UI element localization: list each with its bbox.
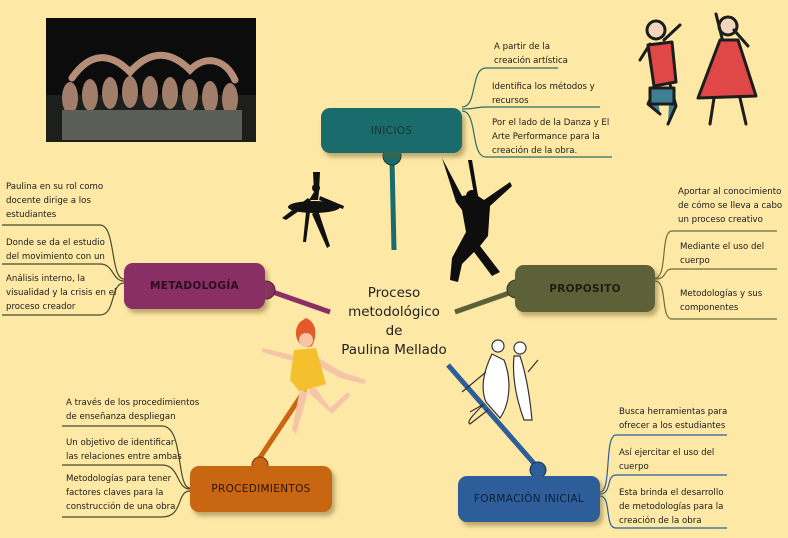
note-procedimientos-3: Metodologías para tener factores claves … (66, 472, 175, 514)
radial-connectors (252, 159, 540, 470)
note-line: visualidad y la crisis en el (6, 288, 117, 298)
note-line: de cómo se lleva a cabo (678, 201, 783, 211)
node-metodologia[interactable]: METADOLOGÍA (124, 263, 265, 309)
note-proposito-2: Mediante el uso del cuerpo (680, 240, 764, 268)
node-formacion-label: FORMACIÓN INICIAL (473, 493, 585, 505)
node-proposito[interactable]: PROPOSITO (515, 265, 655, 312)
note-metodologia-3: Análisis interno, la visualidad y la cri… (6, 272, 116, 314)
note-line: creación artística (494, 56, 568, 66)
note-line: un proceso creativo (678, 215, 763, 225)
note-line: docente dirige a los (6, 196, 91, 206)
note-line: Por el lado de la Danza y El (492, 118, 610, 128)
center-line-2: metodológico de (348, 304, 440, 339)
dancing-couple-icon (638, 12, 758, 126)
note-line: A través de los procedimientos (66, 398, 200, 408)
note-line: recursos (492, 96, 529, 106)
note-line: construcción de una obra (66, 502, 176, 512)
note-proposito-3: Metodologías y sus componentes (680, 287, 762, 315)
center-line-1: Proceso (367, 285, 421, 301)
note-formacion-2: Así ejercitar el uso del cuerpo (619, 446, 714, 474)
waltz-couple-sketch (461, 339, 539, 425)
note-line: del movimiento con un (6, 252, 105, 262)
note-line: Así ejercitar el uso del (619, 448, 715, 458)
note-line: las relaciones entre ambas (66, 452, 182, 462)
note-line: proceso creador (6, 302, 76, 312)
note-proposito-1: Aportar al conocimiento de cómo se lleva… (678, 185, 782, 227)
note-inicios-1: A partir de la creación artística (494, 40, 568, 68)
note-line: cuerpo (619, 462, 649, 472)
note-inicios-2: Identifica los métodos y recursos (492, 80, 595, 108)
node-inicios[interactable]: INICIOS (321, 108, 462, 153)
note-formacion-1: Busca herramientas para ofrecer a los es… (619, 405, 727, 433)
jumping-dancer-silhouette (442, 158, 512, 282)
node-procedimientos[interactable]: PROCEDIMIENTOS (190, 466, 332, 512)
center-topic[interactable]: Proceso metodológico de Paulina Mellado (338, 284, 450, 360)
note-line: Esta brinda el desarrollo (619, 488, 724, 498)
note-procedimientos-2: Un objetivo de identificar las relacione… (66, 436, 182, 464)
note-brackets (2, 67, 777, 529)
note-line: Donde se da el estudio (6, 238, 105, 248)
note-line: componentes (680, 303, 739, 313)
note-line: creación de la obra (619, 516, 702, 526)
note-line: estudiantes (6, 210, 57, 220)
dancers-group-photo (46, 18, 256, 142)
node-procedimientos-label: PROCEDIMIENTOS (211, 483, 311, 495)
note-line: Análisis interno, la (6, 274, 86, 284)
note-line: Arte Performance para la (492, 132, 600, 142)
note-line: ofrecer a los estudiantes (619, 421, 726, 431)
center-line-3: Paulina Mellado (341, 342, 447, 358)
note-line: de metodologías para la (619, 502, 724, 512)
note-line: Metodologías para tener (66, 474, 172, 484)
note-line: Un objetivo de identificar (66, 438, 175, 448)
note-formacion-3: Esta brinda el desarrollo de metodología… (619, 486, 723, 528)
ballerina-silhouette (282, 172, 344, 248)
yellow-dress-dancer-illustration (262, 318, 366, 434)
note-line: Metodologías y sus (680, 289, 763, 299)
note-line: factores claves para la (66, 488, 164, 498)
note-line: Busca herramientas para (619, 407, 728, 417)
note-metodologia-2: Donde se da el estudio del movimiento co… (6, 236, 105, 264)
note-line: Paulina en su rol como (6, 182, 104, 192)
note-line: cuerpo (680, 256, 710, 266)
node-proposito-label: PROPOSITO (549, 282, 621, 295)
note-line: Mediante el uso del (680, 242, 765, 252)
note-line: Aportar al conocimiento (678, 187, 782, 197)
note-inicios-3: Por el lado de la Danza y El Arte Perfor… (492, 116, 609, 158)
note-line: creación de la obra. (492, 146, 578, 156)
note-line: de enseñanza despliegan (66, 412, 176, 422)
note-line: Identifica los métodos y (492, 82, 595, 92)
note-procedimientos-1: A través de los procedimientos de enseña… (66, 396, 199, 424)
node-inicios-label: INICIOS (370, 124, 413, 137)
node-metodologia-label: METADOLOGÍA (150, 280, 239, 292)
note-line: A partir de la (494, 42, 551, 52)
note-metodologia-1: Paulina en su rol como docente dirige a … (6, 180, 103, 222)
node-formacion-inicial[interactable]: FORMACIÓN INICIAL (458, 476, 600, 522)
